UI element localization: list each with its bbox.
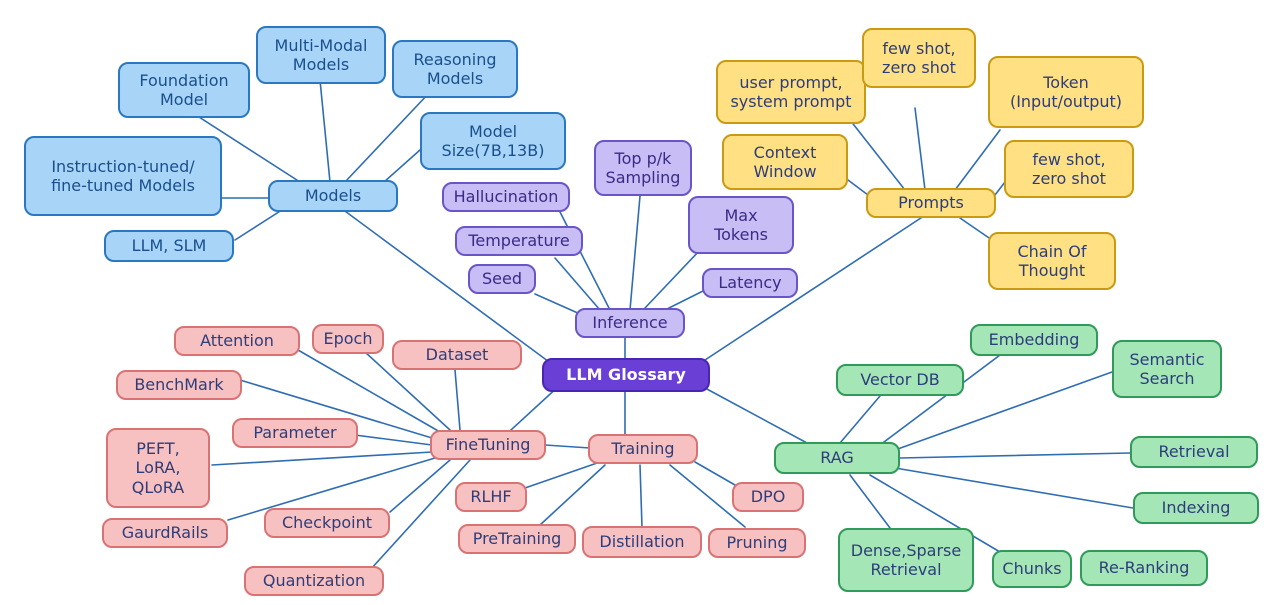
edge-root-rag [704,387,821,451]
dataset-node: Dataset [392,340,522,370]
distillation-node: Distillation [582,526,702,558]
edge-ft-parameter [354,434,433,446]
vector-db-node: Vector DB [836,364,964,396]
edge-models-llmslm [234,207,286,241]
edge-inference-latency [664,289,706,311]
edge-training-distillation [639,464,643,528]
edge-rag-embedding [879,354,1001,446]
reranking-node: Re-Ranking [1080,550,1208,586]
parameter-node: Parameter [232,418,358,448]
model-size-node: Model Size(7B,13B) [420,112,566,170]
chunks-node: Chunks [992,550,1072,588]
dense-sparse-retrieval-node: Dense,Sparse Retrieval [838,528,974,592]
edge-rag-chunks [869,474,1001,553]
instruction-tuned-node: Instruction-tuned/ fine-tuned Models [24,136,222,216]
peft-lora-qlora-node: PEFT, LoRA, QLoRA [106,428,210,508]
edge-ft-checkpoint [389,459,451,513]
edge-ft-gaurdrails [227,457,436,521]
rlhf-node: RLHF [455,482,527,512]
dpo-node: DPO [732,482,804,512]
edge-inference-toppk [629,195,641,311]
edge-prompts-token [954,129,1001,191]
edge-models-reasoning [344,91,431,183]
temperature-node: Temperature [455,226,583,256]
edge-ft-peft [211,451,433,466]
edge-training-pruning [669,464,746,528]
training-hub: Training [588,434,698,464]
pretraining-node: PreTraining [458,524,576,554]
chain-of-thought-node: Chain Of Thought [988,232,1116,290]
edge-ft-attention [297,349,441,433]
edge-ft-benchmark [239,379,433,439]
edge-ft-epoch [364,351,451,431]
edge-rag-dense [849,474,891,529]
edge-ft-quantization [369,459,471,571]
root-node: LLM Glossary [542,358,710,392]
edge-prompts-fewshot-top [914,107,926,191]
models-hub: Models [268,180,398,212]
token-input-output-node: Token (Input/output) [988,56,1144,128]
edge-inference-temperature [554,257,601,311]
edge-prompts-context [847,179,869,196]
quantization-node: Quantization [244,566,384,596]
foundation-model-node: Foundation Model [118,62,250,118]
edge-prompts-cot [959,217,993,241]
llm-slm-node: LLM, SLM [104,230,234,262]
edge-rag-indexing [894,467,1134,509]
few-shot-top-node: few shot, zero shot [862,28,976,88]
edge-root-prompts [704,211,931,361]
edge-prompts-fewshot-right [994,181,1006,196]
edge-rag-retrieval [899,452,1131,459]
top-pk-sampling-node: Top p/k Sampling [594,140,692,196]
user-system-prompt-node: user prompt, system prompt [716,60,866,124]
context-window-node: Context Window [722,134,848,190]
embedding-node: Embedding [970,324,1098,356]
edge-rag-vectordb [839,395,881,444]
latency-node: Latency [702,268,798,298]
inference-hub: Inference [575,308,685,338]
semantic-search-node: Semantic Search [1112,340,1222,398]
pruning-node: Pruning [708,528,806,558]
edge-ft-dataset [454,369,461,431]
reasoning-models-node: Reasoning Models [392,40,518,98]
edge-finetuning-training [544,444,591,449]
prompts-hub: Prompts [866,188,996,218]
checkpoint-node: Checkpoint [264,508,390,538]
edge-inference-seed [534,293,581,315]
edge-prompts-userprompt [849,119,906,191]
rag-hub: RAG [774,442,900,474]
max-tokens-node: Max Tokens [688,196,794,254]
edge-root-models [329,199,561,371]
edge-rag-semantic [894,371,1113,451]
edge-inference-maxtokens [644,249,701,309]
edge-models-multimodal [319,79,331,183]
edge-training-pretraining [539,464,606,526]
attention-node: Attention [174,326,300,356]
benchmark-node: BenchMark [116,370,242,400]
edge-training-rlhf [524,461,601,489]
edge-training-dpo [694,461,736,486]
indexing-node: Indexing [1133,492,1259,524]
hallucination-node: Hallucination [442,182,570,212]
seed-node: Seed [468,264,536,294]
retrieval-node: Retrieval [1130,436,1258,468]
few-shot-right-node: few shot, zero shot [1004,140,1134,198]
gaurdrails-node: GaurdRails [102,518,228,548]
edge-models-foundation [184,107,301,183]
epoch-node: Epoch [312,324,384,354]
finetuning-hub: FineTuning [430,430,546,460]
multi-modal-models-node: Multi-Modal Models [256,26,386,84]
